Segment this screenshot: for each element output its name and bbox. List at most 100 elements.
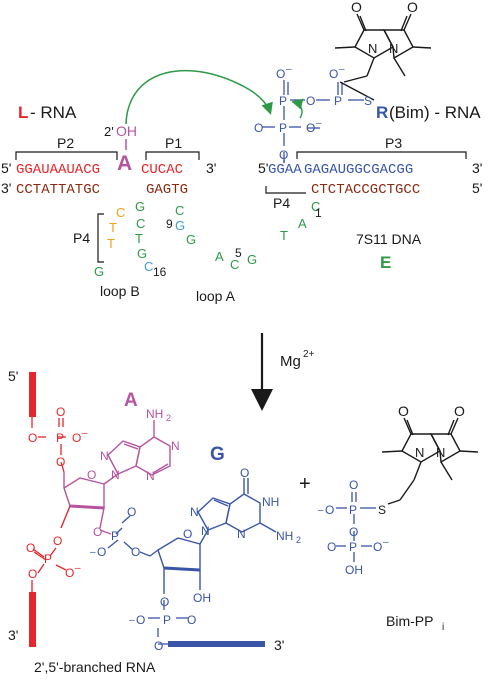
right-duplex: 5' GGAA GAGAUGGCGACGG 3' CTCTACCGCTGCC 5… [258,160,482,198]
loop-a-letter: G [247,252,257,267]
bim-b-n-left: N [415,445,424,460]
downstream-strand-bar [29,592,36,647]
loop-a-letter: A [298,216,307,231]
red-o-2: O [56,405,65,419]
loop-b-letter: G [135,199,145,214]
pp-ominus-2: O [373,540,382,554]
top-s: S [364,94,372,108]
branch-phosphate-atoms: O P O – O O [90,505,140,559]
bim-bottom-atoms: O O N N [398,403,465,460]
g-p: P [163,613,171,627]
r-rna-label: R (Bim) - RNA [376,103,481,122]
branch-p-o-double: O [127,505,136,519]
dna-name-label: 7S11 DNA [356,231,422,247]
r-letter: R [376,103,388,122]
pp-s: S [378,503,386,517]
bim-pp-label: Bim-PP i [386,613,444,633]
nuc-g-label: G [210,444,225,465]
l-rna-text: - RNA [30,103,77,122]
bim-n-left: N [368,41,377,56]
bim-structure-top [334,13,432,83]
p2-top-seq: GGAUAAUACG [16,162,100,178]
g-o-5prime-next: O [154,639,163,653]
loop-a-letter: C [311,199,320,214]
red-p-1: P [56,431,64,445]
top-o-link: O [279,148,288,162]
branch-p: P [111,529,119,543]
loop-a-letter: G [175,218,185,233]
guanine-base [197,478,277,533]
guanosine-ribose [149,529,209,594]
p1-top-3prime: 3' [206,160,216,176]
ribose-ring-o: O [87,468,96,482]
top-minus-2: – [339,64,345,75]
adenine-n9: N [111,468,120,482]
loop-b-letter: C [116,205,125,220]
red-o-3: O [56,455,65,469]
bim-top-atoms: O O N N [351,0,418,56]
branch-minus: – [90,547,96,558]
adenine-n3: N [146,469,155,483]
adenine-base [107,420,171,476]
p2-bottom-3prime: 3' [1,180,11,196]
p4-left-bracket [97,213,104,263]
red-p-2: P [44,552,52,566]
bim-n-right: N [389,41,398,56]
red-phosphate-top [31,417,66,473]
p2-bracket [15,151,118,160]
red-o-4: O [28,567,37,581]
g-o-double: O [187,613,196,627]
p3-bracket [296,151,467,159]
g-ominus: O [136,613,145,627]
branch-ominus: O [97,545,106,559]
top-minus-1: – [286,64,292,75]
bim-o-left: O [351,0,362,15]
p1-bottom-seq: GAGTG [146,182,188,198]
p3-top-5prime: 5' [258,160,268,176]
loop-b-label: loop B [100,283,140,299]
guanine-nh2-sub: 2 [296,535,301,545]
bim-pp-subscript: i [442,622,444,633]
pp-chain [336,492,376,562]
stem-brackets [15,151,467,263]
p1-top-seq: CUCAC [141,162,183,178]
pp-minus-1: – [318,505,324,516]
guanine-n7: N [190,505,199,519]
guanosine-downstream-bar [168,641,265,647]
pp-ominus-1: O [325,503,334,517]
branch-site: 2' OH A [104,123,137,175]
top-p-1: P [279,94,287,108]
p4-right-bracket [265,186,306,194]
adenine-nh2: NH [146,407,163,421]
loop-b-letter: G [137,246,147,261]
loop-a-letter: A [215,249,224,264]
branch-5prime: 5' [8,368,18,384]
loop-num-1: 1 [315,206,322,220]
red-o-6: O [53,534,62,548]
p4-right-label: P4 [273,195,290,211]
p1-bracket [145,151,200,160]
pp-oh: OH [345,563,363,577]
pp-minus-2: – [383,537,389,548]
nucleophilic-attack-arrow [125,69,273,125]
loop-num-9: 9 [166,217,173,231]
mg-label: Mg [280,353,301,370]
p1-label: P1 [165,135,182,151]
p3-top-3prime: 3' [472,160,482,176]
loop-b-letter: T [109,220,117,235]
pp-atoms: O – O P S O O P O – OH [318,478,389,577]
left-duplex: 5' GGAUAAUACG CUCAC 3' 3' CCTATTATGC GAG… [1,160,216,198]
two-prime-label: 2' [104,124,114,139]
loop-a-letter: C [175,203,184,218]
loop-num-16: 16 [153,265,167,279]
pp-o-top: O [349,478,358,492]
guanosine-oh: OH [193,591,211,605]
plus-sign: + [299,473,311,495]
top-o-left: O [254,121,263,135]
bim-pp-text: Bim-PP [386,613,433,629]
adenosine-ribose [60,472,119,529]
top-phosphate-atoms: O – O – P O P S P O O – O [254,64,372,162]
adenine-n1: N [171,439,180,453]
